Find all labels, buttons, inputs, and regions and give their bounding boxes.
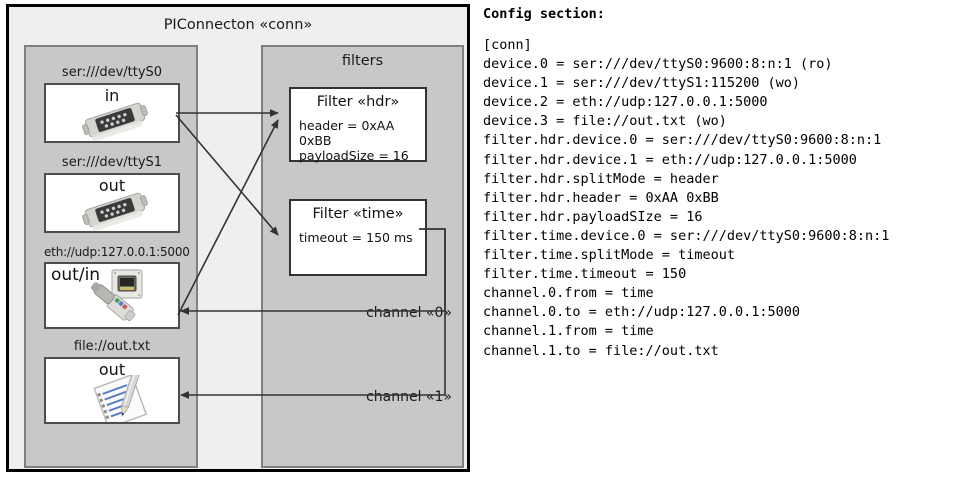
config-lines: [conn] device.0 = ser:///dev/ttyS0:9600:8…	[483, 36, 953, 361]
device-direction: in	[104, 86, 120, 105]
device-direction: out/in	[51, 265, 101, 285]
device-item-file-out[interactable]: file://out.txt out	[44, 339, 180, 424]
config-line: filter.time.splitMode = timeout	[483, 247, 735, 264]
config-line: device.2 = eth://udp:127.0.0.1:5000	[483, 94, 768, 111]
device-card[interactable]: in	[44, 83, 180, 143]
channel-label-1: channel «1»	[366, 389, 452, 405]
device-item-eth-udp[interactable]: eth://udp:127.0.0.1:5000 out/in	[44, 245, 190, 329]
device-item-ttyS1[interactable]: ser:///dev/ttyS1 out	[44, 155, 180, 233]
config-line: device.0 = ser:///dev/ttyS0:9600:8:n:1 (…	[483, 56, 833, 73]
config-line: channel.0.from = time	[483, 285, 654, 302]
ethernet-rj45-icon	[84, 268, 174, 327]
config-line: [conn]	[483, 37, 532, 53]
config-heading: Config section:	[483, 6, 605, 22]
config-line: filter.hdr.device.1 = eth://udp:127.0.0.…	[483, 151, 857, 168]
channel-label-0: channel «0»	[366, 305, 452, 321]
device-direction: out	[98, 360, 126, 379]
config-line: device.3 = file://out.txt (wo)	[483, 113, 727, 130]
filter-prop: timeout = 150 ms	[299, 230, 413, 245]
config-line: filter.hdr.payloadSIze = 16	[483, 208, 703, 225]
filter-box-hdr[interactable]: Filter «hdr» header = 0xAA 0xBB payloadS…	[289, 87, 427, 163]
filter-prop: header = 0xAA 0xBB	[299, 118, 395, 148]
config-line: filter.hdr.splitMode = header	[483, 170, 719, 187]
text-document-pencil-icon	[84, 372, 164, 422]
device-card[interactable]: out	[44, 357, 180, 424]
page-title: PIConnecton «conn»	[163, 17, 313, 33]
device-card[interactable]: out/in	[44, 262, 180, 329]
filter-title: Filter «hdr»	[316, 94, 400, 110]
device-direction: out	[98, 176, 126, 195]
device-card[interactable]: out	[44, 173, 180, 233]
device-label: ser:///dev/ttyS1	[61, 155, 163, 170]
config-line: channel.0.to = eth://udp:127.0.0.1:5000	[483, 304, 800, 321]
filter-box-time[interactable]: Filter «time» timeout = 150 ms	[289, 199, 427, 276]
filter-prop: payloadSize = 16	[299, 148, 409, 163]
device-label: eth://udp:127.0.0.1:5000	[44, 245, 190, 259]
filter-title: Filter «time»	[312, 206, 404, 222]
config-line: filter.hdr.device.0 = ser:///dev/ttyS0:9…	[483, 132, 882, 149]
filter-props: header = 0xAA 0xBB payloadSize = 16	[291, 118, 425, 163]
config-line: filter.time.device.0 = ser:///dev/ttyS0:…	[483, 227, 890, 244]
config-line: channel.1.from = time	[483, 323, 654, 340]
filters-panel-title: filters	[341, 53, 384, 69]
serial-db9-connector-icon	[80, 99, 150, 141]
config-line: filter.time.timeout = 150	[483, 266, 687, 283]
config-line: filter.hdr.header = 0xAA 0xBB	[483, 189, 719, 206]
device-label: file://out.txt	[73, 339, 151, 354]
config-line: channel.1.to = file://out.txt	[483, 342, 719, 359]
serial-db9-connector-icon	[80, 189, 150, 231]
devices-panel: ser:///dev/ttyS0 in	[24, 45, 198, 468]
config-section: Config section: [conn] device.0 = ser:///…	[483, 6, 953, 361]
device-label: ser:///dev/ttyS0	[61, 65, 163, 80]
filters-panel: filters Filter «hdr» header = 0xAA 0xBB …	[261, 45, 464, 468]
filter-props: timeout = 150 ms	[291, 230, 425, 245]
connector-container: PIConnecton «conn» ser:///dev/ttyS0 in	[6, 4, 470, 472]
device-item-ttyS0[interactable]: ser:///dev/ttyS0 in	[44, 65, 180, 143]
config-line: device.1 = ser:///dev/ttyS1:115200 (wo)	[483, 75, 800, 92]
